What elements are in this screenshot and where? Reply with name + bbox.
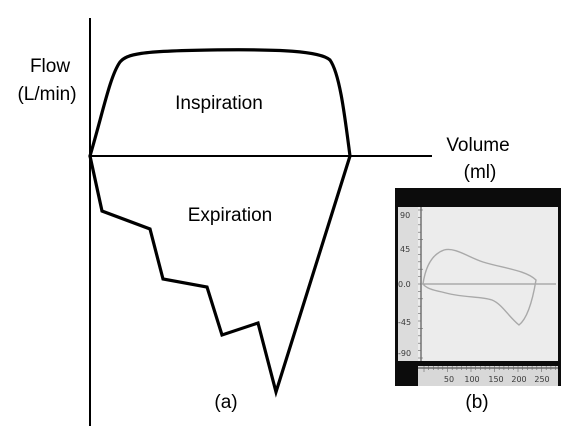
photo-y-tick-label: 90 bbox=[400, 211, 410, 220]
volume-axis-unit: (ml) bbox=[464, 162, 497, 183]
expiration-curve bbox=[88, 154, 352, 398]
volume-axis-label: Volume bbox=[446, 135, 509, 156]
inspiration-label: Inspiration bbox=[175, 93, 263, 114]
panel-a-label: (a) bbox=[214, 392, 237, 413]
photo-x-tick-label: 150 bbox=[488, 375, 503, 384]
y-tick-marks bbox=[418, 209, 423, 359]
y-scale-strip bbox=[398, 207, 418, 361]
flow-axis-unit: (L/min) bbox=[17, 84, 76, 105]
x-scale-strip bbox=[418, 366, 558, 386]
photo-x-tick-label: 200 bbox=[511, 375, 526, 384]
photo-y-tick-label: 0.0 bbox=[398, 280, 411, 289]
measured-loop-photo: 90 45 0.0 -45 -90 50 100 150 200 250 bbox=[395, 188, 561, 386]
flow-axis-label: Flow bbox=[30, 56, 70, 77]
inspiration-curve bbox=[88, 48, 352, 158]
measured-loop-curve bbox=[422, 248, 537, 326]
expiration-label: Expiration bbox=[188, 205, 273, 226]
x-tick-marks bbox=[423, 366, 556, 372]
photo-y-tick-label: -45 bbox=[398, 318, 411, 327]
photo-y-tick-label: 45 bbox=[400, 245, 410, 254]
photo-x-tick-label: 100 bbox=[464, 375, 479, 384]
photo-x-tick-label: 250 bbox=[534, 375, 549, 384]
photo-x-tick-label: 50 bbox=[444, 375, 454, 384]
photo-y-tick-label: -90 bbox=[398, 349, 411, 358]
panel-b-label: (b) bbox=[465, 392, 488, 413]
